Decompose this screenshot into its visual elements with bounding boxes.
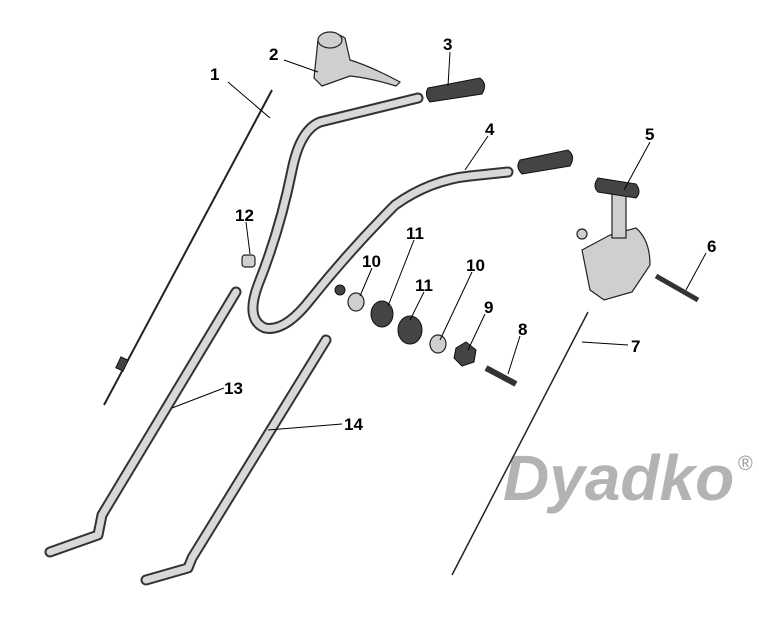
part-7-rod [451,311,589,576]
callout-14: 14 [344,415,363,434]
watermark-text: Dyadko [503,442,734,514]
callout-9: 9 [484,298,493,317]
part-1-cable [103,89,273,406]
callout-7: 7 [631,337,640,356]
callout-6: 6 [707,237,716,256]
part-13-lower-tube [44,286,242,558]
callout-10b: 10 [466,256,485,275]
callout-10a: 10 [362,252,381,271]
part-14-lower-tube [140,334,332,586]
callout-8: 8 [518,320,527,339]
part-12-cap [241,254,256,268]
callout-1: 1 [210,65,219,84]
hardware-knobs [334,284,477,367]
watermark-logo: Dyadko ® [503,442,753,514]
callout-4: 4 [485,120,495,139]
callout-11a: 11 [406,224,424,243]
callout-12: 12 [235,206,254,225]
leader-lines [171,51,707,431]
callout-3: 3 [443,35,452,54]
part-8-bolt [484,365,518,387]
callout-2: 2 [269,45,278,64]
watermark-registered-mark: ® [738,453,753,475]
part-2-brake-lever [313,31,401,87]
part-3-grip [425,77,574,175]
callout-11b: 11 [415,276,433,295]
part-4-upper-handle [247,92,514,334]
callout-13: 13 [224,379,243,398]
callout-5: 5 [645,125,654,144]
part-5-throttle-control [576,177,651,301]
part-6-bolt [654,273,700,303]
